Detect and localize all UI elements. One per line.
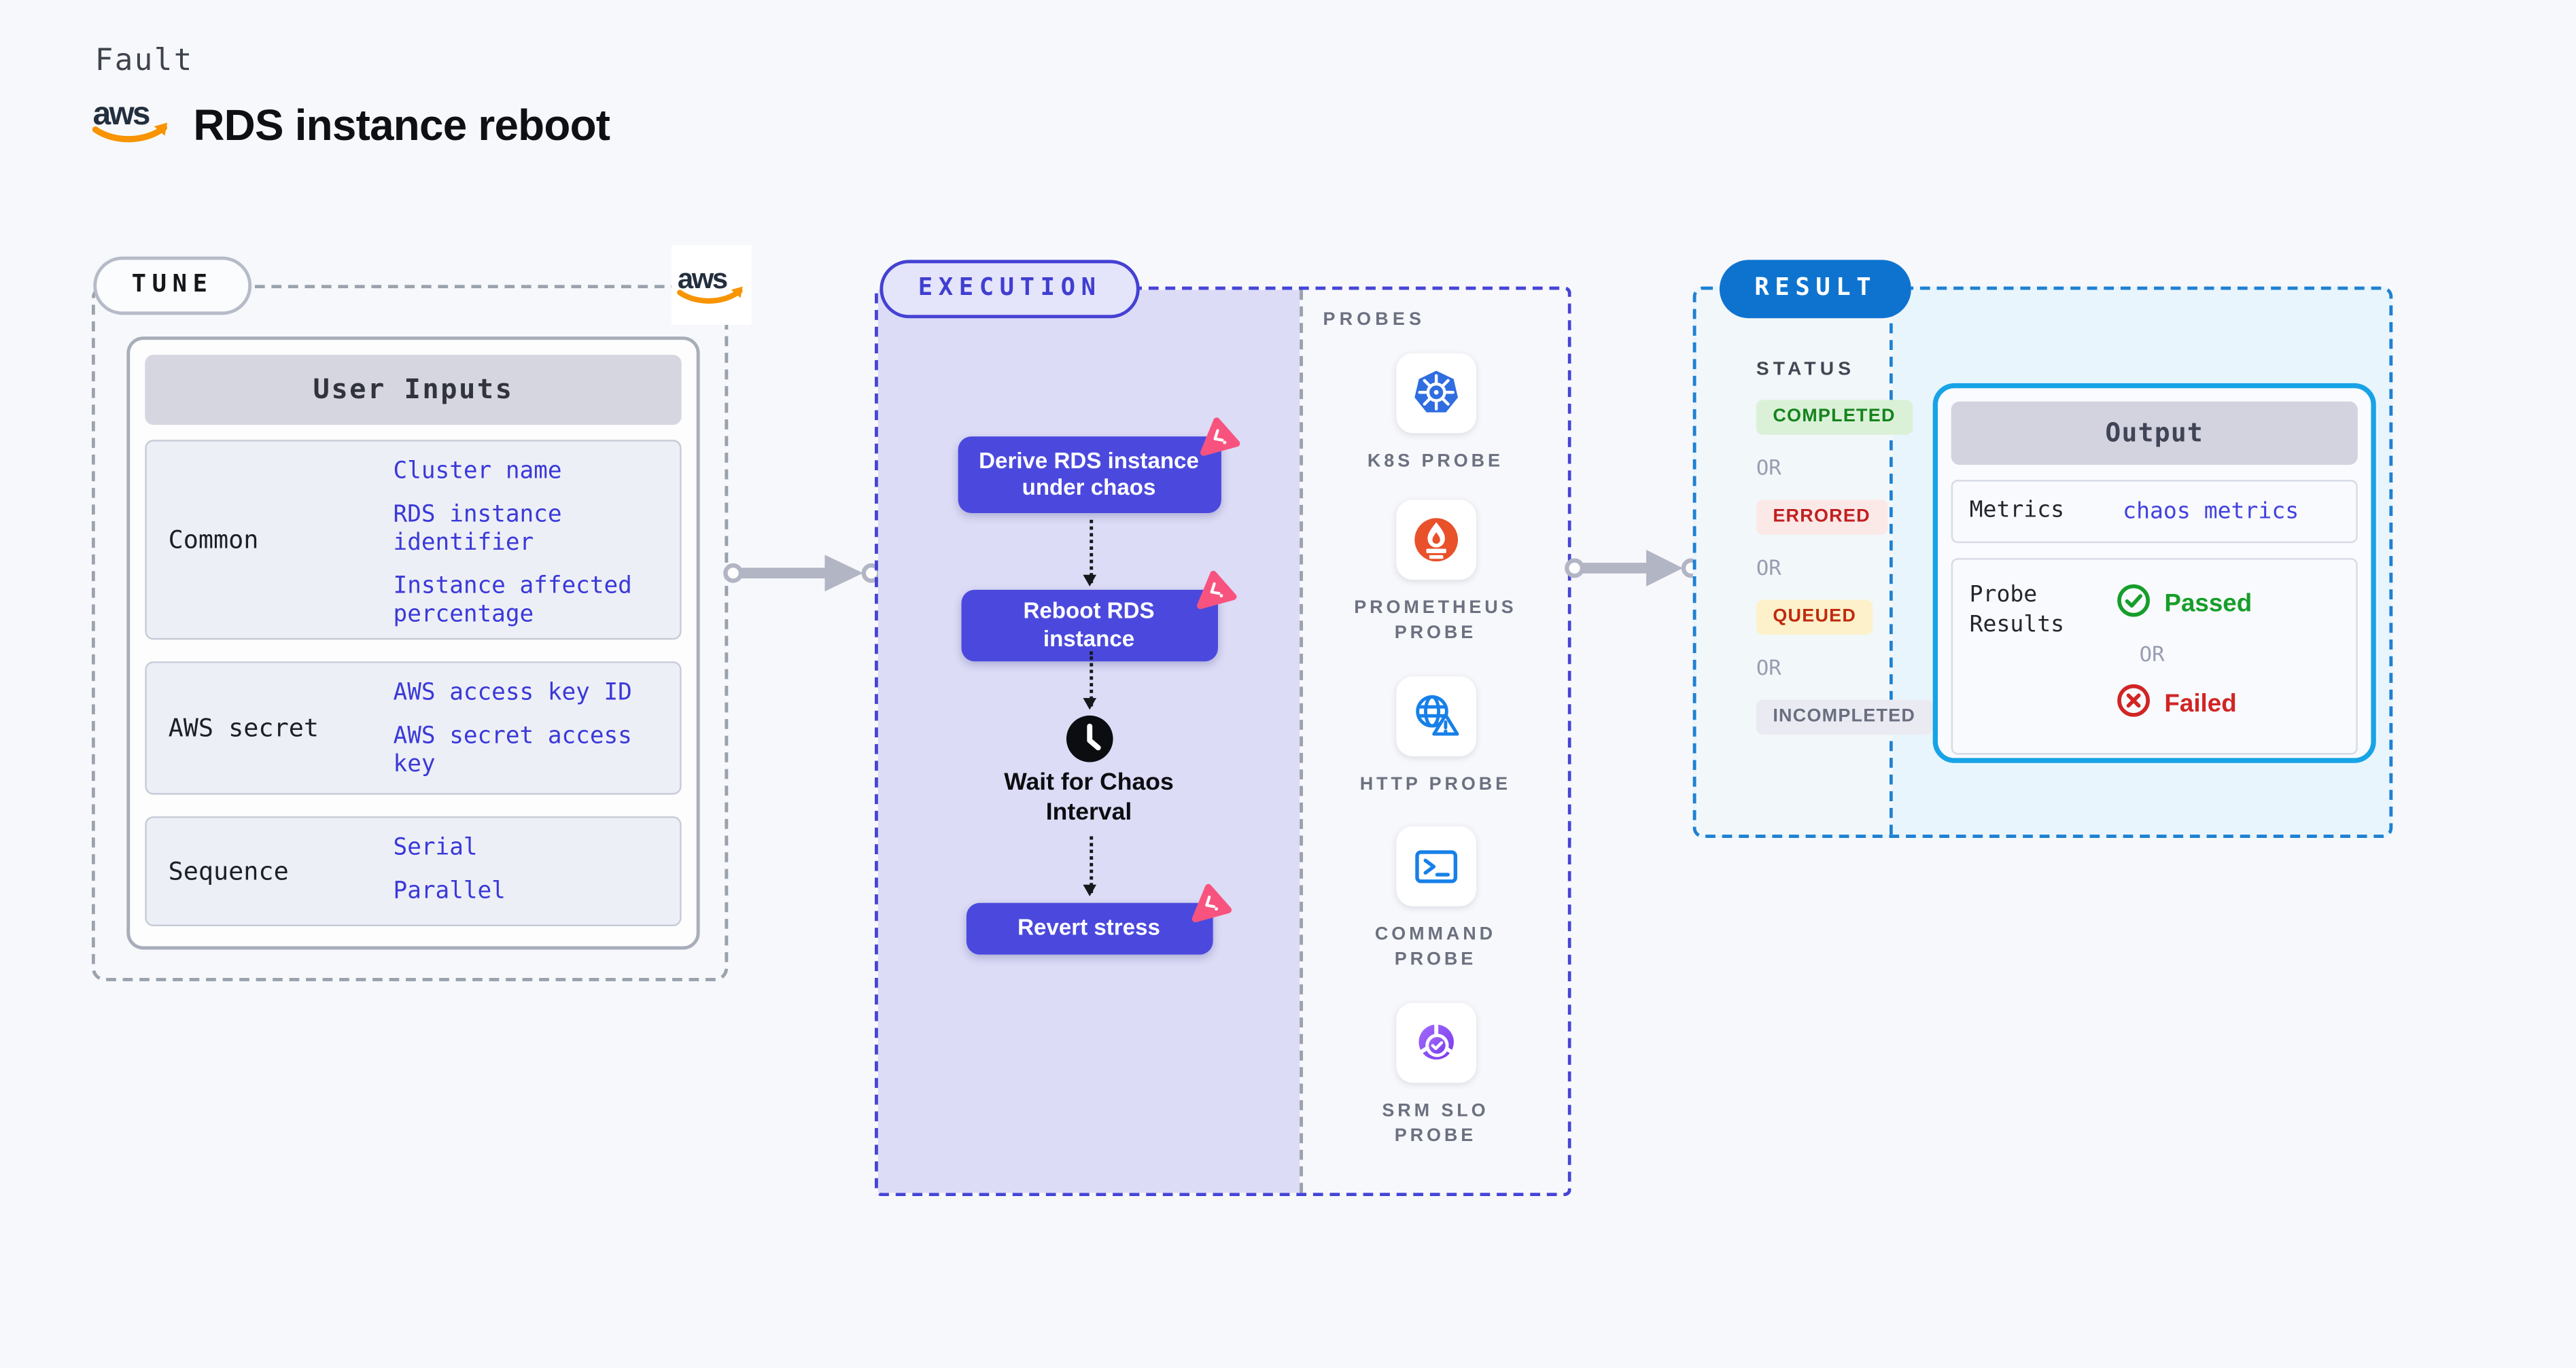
chaos-fault-icon xyxy=(1187,883,1232,928)
metrics-label: Metrics xyxy=(1969,497,2065,524)
probe-label: K8S PROBE xyxy=(1367,451,1503,472)
step-wait-for-chaos-interval: Wait for Chaos Interval xyxy=(1004,769,1174,826)
terminal-icon xyxy=(1395,826,1476,907)
step-reboot-rds-instance[interactable]: Reboot RDS instance xyxy=(960,570,1236,662)
step-revert-stress[interactable]: Revert stress xyxy=(965,883,1231,955)
step-label: Reboot RDS instance xyxy=(1023,598,1155,651)
output-card: Output Metrics chaos metrics Probe Resul… xyxy=(1932,383,2376,763)
result-section: RESULT STATUS COMPLETED OR ERRORED OR QU… xyxy=(1692,260,2393,839)
input-row-label: Sequence xyxy=(168,856,289,887)
probes-divider xyxy=(1300,290,1304,1193)
input-row-aws-secret: AWS secret AWS access key ID AWS secret … xyxy=(145,661,682,795)
or-separator: OR xyxy=(2139,641,2165,667)
page-title: RDS instance reboot xyxy=(193,99,610,150)
step-derive-rds-instance[interactable]: Derive RDS instance under chaos xyxy=(957,417,1240,514)
failed-label: Failed xyxy=(2164,689,2237,718)
status-badge-errored: ERRORED xyxy=(1756,499,1887,535)
prometheus-icon xyxy=(1395,499,1476,580)
input-row-common: Common Cluster name RDS instance identif… xyxy=(145,440,682,640)
user-inputs-card: User Inputs Common Cluster name RDS inst… xyxy=(126,336,700,950)
chaos-fault-icon xyxy=(1196,417,1240,461)
probe-item-k8s: K8S PROBE xyxy=(1303,353,1568,474)
or-separator: OR xyxy=(1756,455,1781,480)
probe-item-command: COMMAND PROBE xyxy=(1303,826,1568,971)
probe-results-label: Probe Results xyxy=(1969,581,2065,637)
flow-arrow-right-icon xyxy=(1565,545,1701,600)
result-badge: RESULT xyxy=(1719,260,1912,319)
flow-connector-down-icon xyxy=(1083,519,1097,586)
input-value-link[interactable]: Serial xyxy=(393,835,478,862)
tune-badge: TUNE xyxy=(93,256,251,315)
flow-connector-down-icon xyxy=(1083,836,1097,896)
output-row-probe-results: Probe Results Passed OR xyxy=(1951,558,2358,755)
execution-section: Derive RDS instance under chaos Reboot R… xyxy=(875,260,1571,1197)
flow-arrow-right-icon xyxy=(721,550,882,605)
slo-check-icon xyxy=(1395,1002,1476,1083)
status-badge-queued: QUEUED xyxy=(1756,599,1873,635)
fault-eyebrow: Fault xyxy=(94,43,194,79)
aws-logo-icon: aws xyxy=(671,245,752,326)
input-value-link[interactable]: Instance affected percentage xyxy=(393,572,632,629)
title-row: aws RDS instance reboot xyxy=(92,95,610,155)
kubernetes-icon xyxy=(1395,353,1476,434)
input-row-label: Common xyxy=(168,525,259,555)
input-value-link[interactable]: Cluster name xyxy=(393,458,562,485)
or-separator: OR xyxy=(1756,654,1781,680)
output-header: Output xyxy=(1951,401,2358,465)
chaos-metrics-link[interactable]: chaos metrics xyxy=(2123,497,2299,525)
probe-label: HTTP PROBE xyxy=(1359,774,1512,795)
status-title: STATUS xyxy=(1756,359,1856,380)
probe-item-srm-slo: SRM SLO PROBE xyxy=(1303,1002,1568,1148)
input-value-link[interactable]: AWS secret access key xyxy=(393,722,632,778)
user-inputs-header: User Inputs xyxy=(145,355,682,425)
input-value-link[interactable]: Parallel xyxy=(393,877,506,904)
passed-label: Passed xyxy=(2164,589,2252,618)
globe-warning-icon xyxy=(1395,676,1476,756)
probe-result-passed: Passed xyxy=(2116,583,2252,625)
execution-flow-area: Derive RDS instance under chaos Reboot R… xyxy=(877,290,1300,1193)
status-column xyxy=(1696,290,1893,835)
probe-label: COMMAND PROBE xyxy=(1374,924,1496,969)
probes-title: PROBES xyxy=(1323,309,1426,330)
step-label: Derive RDS instance under chaos xyxy=(979,447,1199,500)
x-circle-icon xyxy=(2116,683,2151,724)
output-row-metrics: Metrics chaos metrics xyxy=(1951,480,2358,544)
execution-badge: EXECUTION xyxy=(880,260,1140,319)
input-value-link[interactable]: AWS access key ID xyxy=(393,680,632,707)
status-badge-completed: COMPLETED xyxy=(1756,400,1913,435)
probes-column: PROBES K8S PROBE xyxy=(1303,290,1568,1193)
or-separator: OR xyxy=(1756,555,1781,580)
svg-text:aws: aws xyxy=(678,262,727,294)
status-badge-incompleted: INCOMPLETED xyxy=(1756,699,1932,735)
input-row-sequence: Sequence Serial Parallel xyxy=(145,816,682,927)
input-value-link[interactable]: RDS instance identifier xyxy=(393,500,562,557)
clock-icon xyxy=(1063,713,1115,773)
svg-text:aws: aws xyxy=(93,96,150,132)
input-row-label: AWS secret xyxy=(168,713,319,743)
flow-connector-down-icon xyxy=(1083,651,1097,710)
tune-section: TUNE aws User Inputs Common Cluster name… xyxy=(91,245,752,981)
aws-logo-icon: aws xyxy=(92,95,172,155)
probe-label: PROMETHEUS PROBE xyxy=(1354,598,1517,643)
probe-result-failed: Failed xyxy=(2116,683,2237,724)
probe-label: SRM SLO PROBE xyxy=(1382,1101,1489,1146)
probe-item-http: HTTP PROBE xyxy=(1303,676,1568,797)
probe-item-prometheus: PROMETHEUS PROBE xyxy=(1303,499,1568,644)
chaos-fault-icon xyxy=(1192,569,1237,614)
check-circle-icon xyxy=(2116,583,2151,625)
step-label: Revert stress xyxy=(1017,915,1160,941)
